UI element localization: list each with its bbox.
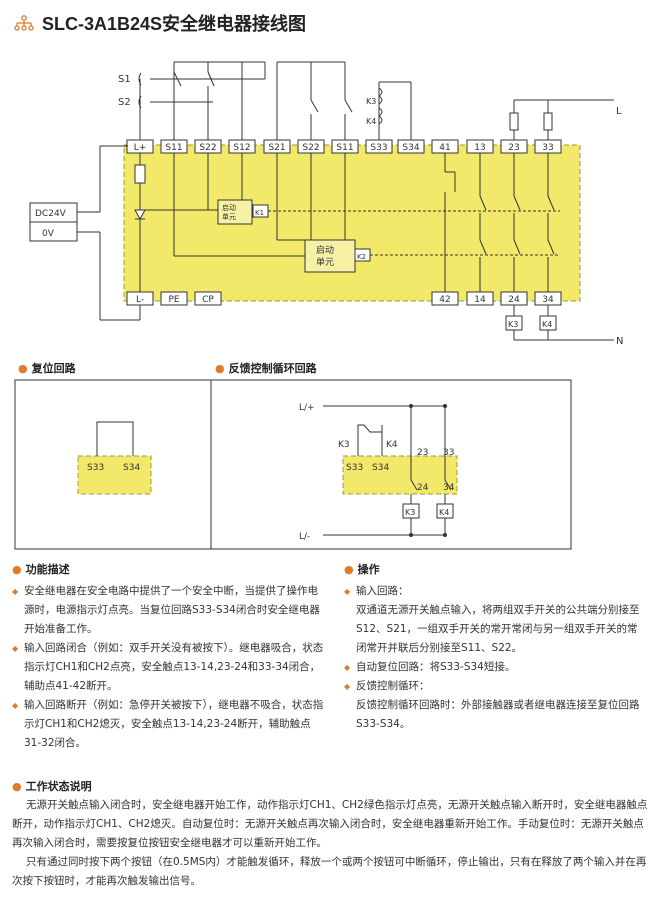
reset-module <box>77 455 152 495</box>
svg-text:S22: S22 <box>302 143 319 153</box>
status-text: 无源开关触点输入闭合时，安全继电器开始工作，动作指示灯CH1、CH2绿色指示灯点… <box>12 796 650 891</box>
terminal-top-23: 23 <box>500 139 528 154</box>
feedback-label-k3: K3 <box>366 97 376 106</box>
title-row: SLC-3A1B24S安全继电器接线图 <box>14 10 306 36</box>
svg-text:24: 24 <box>508 295 520 305</box>
terminal-bottom-42: 42 <box>431 291 459 306</box>
terminal-top-33: 33 <box>534 139 562 154</box>
operation-item-title: 自动复位回路：将S33-S34短接。 <box>344 658 646 677</box>
relay-module-body <box>123 144 581 302</box>
reset-terminal-s34: S34 <box>123 463 140 473</box>
switch-label-s2: S2 <box>118 97 131 108</box>
terminal-bottom-34: 34 <box>534 291 562 306</box>
main-wiring-diagram: L+ S11 S22 S12 S21 S22 S11 S33 S34 41 13 23 33 L- PE C… <box>29 61 623 347</box>
reset-terminal-s33: S33 <box>87 463 104 473</box>
feedback-terminal-24: 24 <box>417 483 429 493</box>
terminal-top-s33: S33 <box>365 139 393 154</box>
operation-item-body: 反馈控制循环回路时：外部接触器或者继电器连接至复位回路S33-S34。 <box>356 699 640 730</box>
bottom-relay-k3: K3 <box>508 320 518 329</box>
feedback-minus-label: L/- <box>299 532 310 542</box>
feedback-terminal-23: 23 <box>417 448 428 458</box>
power-minus-label: 0V <box>42 229 55 239</box>
relay-k1-label: K1 <box>255 209 264 217</box>
feedback-terminal-s34: S34 <box>372 463 389 473</box>
start-unit-2-line2: 单元 <box>316 256 334 268</box>
feedback-plus-label: L/+ <box>299 403 315 413</box>
svg-text:CP: CP <box>202 295 214 305</box>
sub-diagrams: S33 S34 L/+ L/- K3 K4 S33 S34 23 33 24 3… <box>14 379 572 550</box>
page-title: SLC-3A1B24S安全继电器接线图 <box>42 14 307 34</box>
svg-text:23: 23 <box>508 143 519 153</box>
operation-list: 输入回路： 双通道无源开关触点输入，将两组双手开关的公共端分别接至S12、S21… <box>344 582 646 734</box>
terminal-bottom-cp: CP <box>194 291 222 306</box>
relay-k2-label: K2 <box>357 253 366 261</box>
svg-text:S12: S12 <box>233 143 250 153</box>
terminal-top-s11: S11 <box>331 139 359 154</box>
power-plus-label: DC24V <box>35 209 67 219</box>
operation-item-body: 双通道无源开关触点输入，将两组双手开关的公共端分别接至S12、S21，一组双手开… <box>356 604 640 654</box>
function-item: 输入回路断开（例如：急停开关被按下），继电器不吸合，状态指示灯CH1和CH2熄灭… <box>12 696 324 753</box>
function-item: 输入回路闭合（例如：双手开关没有被按下）。继电器吸合，状态指示灯CH1和CH2点… <box>12 639 324 696</box>
feedback-relay-k3: K3 <box>405 508 415 517</box>
svg-text:S11: S11 <box>165 143 182 153</box>
feedback-terminal-34: 34 <box>443 483 455 493</box>
terminal-bottom-24: 24 <box>500 291 528 306</box>
terminal-bottom-pe: PE <box>160 291 188 306</box>
terminal-bottom-l-: L- <box>126 291 154 306</box>
terminal-top-s22: S22 <box>297 139 325 154</box>
feedback-k3-label: K3 <box>338 440 350 450</box>
terminal-top-s21: S21 <box>263 139 291 154</box>
start-unit-1-line2: 单元 <box>222 212 236 221</box>
svg-text:S22: S22 <box>199 143 216 153</box>
terminal-top-s12: S12 <box>228 139 256 154</box>
svg-text:34: 34 <box>542 295 554 305</box>
terminal-top-l+: L+ <box>126 139 154 154</box>
terminal-top-s11: S11 <box>160 139 188 154</box>
function-heading: ●功能描述 <box>12 563 70 576</box>
terminal-top-s22: S22 <box>194 139 222 154</box>
start-unit-1-line1: 启动 <box>222 203 236 212</box>
svg-text:13: 13 <box>474 143 485 153</box>
feedback-terminal-s33: S33 <box>346 463 363 473</box>
operation-item-title: 输入回路： <box>344 582 646 601</box>
status-paragraph: 只有通过同时按下两个按钮（在0.5MS内）才能触发循环，释放一个或两个按钮可中断… <box>12 856 647 887</box>
svg-text:14: 14 <box>474 295 486 305</box>
svg-text:41: 41 <box>439 143 450 153</box>
svg-text:S33: S33 <box>370 143 387 153</box>
operation-heading: ●操作 <box>344 563 380 576</box>
line-n-label: N <box>616 336 623 347</box>
status-heading: ●工作状态说明 <box>12 780 92 793</box>
status-paragraph: 无源开关触点输入闭合时，安全继电器开始工作，动作指示灯CH1、CH2绿色指示灯点… <box>12 799 648 849</box>
terminal-top-s34: S34 <box>397 139 425 154</box>
feedback-label-k4: K4 <box>366 117 376 126</box>
svg-text:PE: PE <box>168 295 179 305</box>
start-unit-2-line1: 启动 <box>316 244 334 256</box>
svg-text:L-: L- <box>136 295 144 305</box>
svg-text:42: 42 <box>439 295 450 305</box>
terminal-top-13: 13 <box>466 139 494 154</box>
wiring-diagram-icon <box>14 15 34 31</box>
bottom-relay-k4: K4 <box>542 320 552 329</box>
switch-label-s1: S1 <box>118 74 131 85</box>
terminal-bottom-14: 14 <box>466 291 494 306</box>
terminal-top-41: 41 <box>431 139 459 154</box>
feedback-terminal-33: 33 <box>443 448 454 458</box>
reset-heading: ●复位回路 <box>18 362 76 375</box>
operation-item-title: 反馈控制循环： <box>344 677 646 696</box>
svg-text:S21: S21 <box>268 143 285 153</box>
feedback-k4-label: K4 <box>386 440 398 450</box>
line-l-label: L <box>616 106 622 117</box>
svg-text:S11: S11 <box>336 143 353 153</box>
svg-text:33: 33 <box>542 143 553 153</box>
feedback-heading: ●反馈控制循环回路 <box>215 362 317 375</box>
svg-text:S34: S34 <box>402 143 419 153</box>
function-list: 安全继电器在安全电路中提供了一个安全中断，当提供了操作电源时，电源指示灯点亮。当… <box>12 582 324 753</box>
feedback-relay-k4: K4 <box>439 508 449 517</box>
function-item: 安全继电器在安全电路中提供了一个安全中断，当提供了操作电源时，电源指示灯点亮。当… <box>12 582 324 639</box>
svg-text:L+: L+ <box>134 143 147 153</box>
feedback-module <box>342 455 458 495</box>
